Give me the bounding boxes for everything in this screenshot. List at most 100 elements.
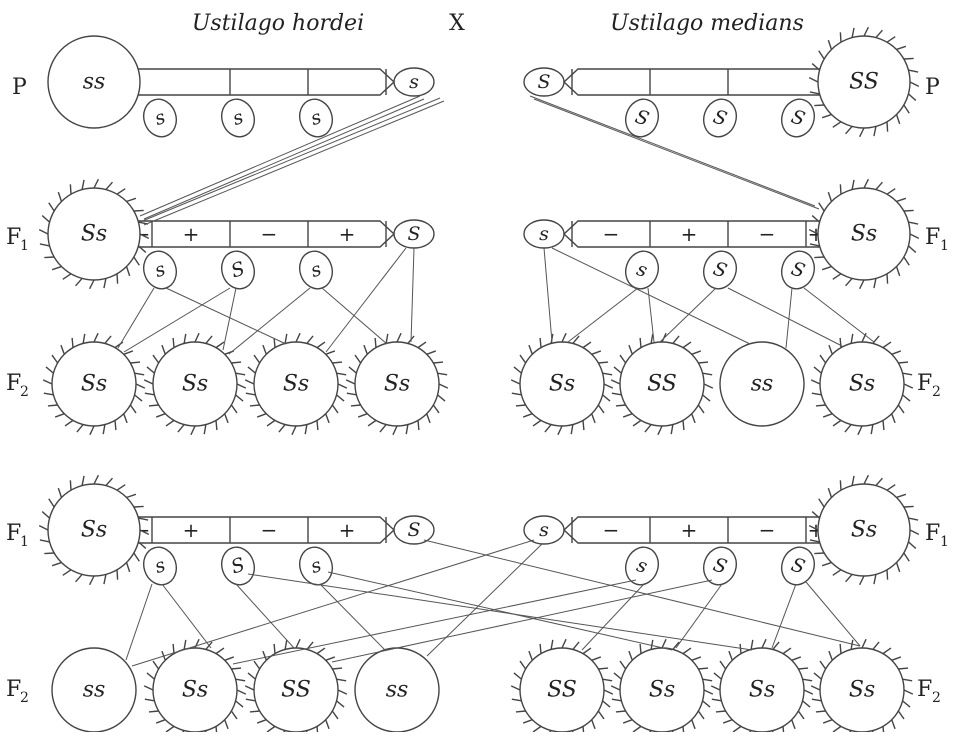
parent-right-spore: SS bbox=[808, 26, 920, 138]
spore-genotype-label: SS bbox=[849, 70, 879, 95]
svg-text:F: F bbox=[6, 371, 21, 396]
spore-spike bbox=[515, 404, 526, 407]
spore-spike bbox=[832, 121, 842, 128]
segment-sign: + bbox=[183, 518, 200, 542]
spore-spike bbox=[670, 424, 674, 435]
spore-spike bbox=[177, 424, 185, 433]
spore-spike bbox=[557, 425, 563, 436]
spore-spike bbox=[839, 643, 842, 654]
spore-spike bbox=[691, 719, 696, 730]
spore-spike bbox=[819, 660, 827, 670]
spore-spike bbox=[572, 335, 580, 344]
spore-spike bbox=[51, 561, 62, 567]
spore-spike bbox=[897, 710, 905, 720]
spore-spike bbox=[235, 394, 244, 402]
spore-spike bbox=[813, 366, 822, 374]
spore-genotype-label: Ss bbox=[81, 518, 107, 543]
hanging-sporidium: s bbox=[298, 250, 334, 290]
spore-spike bbox=[882, 647, 892, 655]
connector-line bbox=[567, 287, 639, 343]
spore-spike bbox=[610, 379, 621, 385]
spore-spike bbox=[845, 125, 853, 135]
spore-spike bbox=[155, 719, 166, 724]
spore-spike bbox=[811, 511, 821, 519]
spore-spike bbox=[532, 419, 542, 427]
spore-spike bbox=[561, 638, 567, 649]
spore-spike bbox=[190, 425, 196, 436]
spore-spike bbox=[183, 333, 187, 344]
spore-spike bbox=[891, 413, 896, 424]
spore-spike bbox=[703, 383, 714, 389]
f1a-right-spore: Ss bbox=[808, 178, 920, 290]
connector-line bbox=[727, 287, 843, 347]
label-f1-row1-right: F 1 bbox=[925, 225, 949, 254]
spore-spike bbox=[253, 660, 261, 670]
spore-spike bbox=[619, 660, 627, 670]
spore-spike bbox=[858, 279, 865, 290]
spore-spike bbox=[152, 660, 160, 670]
spore-spike bbox=[582, 647, 592, 655]
spore-genotype-label: SS bbox=[281, 678, 311, 703]
spore-genotype-label: Ss bbox=[851, 518, 877, 543]
sporidium-ellipse bbox=[393, 67, 435, 97]
spore-spike bbox=[336, 372, 347, 376]
sporidium-ellipse bbox=[624, 250, 660, 290]
f2b-left-offspring-3: ss bbox=[354, 647, 440, 733]
spore-spike bbox=[379, 424, 387, 433]
spore-spike bbox=[858, 127, 865, 138]
sporidium-ellipse bbox=[624, 546, 660, 586]
spore-spike bbox=[851, 179, 855, 190]
spore-spike bbox=[611, 392, 622, 396]
sporidium-ellipse bbox=[780, 546, 816, 586]
spore-spike bbox=[511, 392, 522, 396]
spore-spike bbox=[205, 335, 213, 344]
spore-spike bbox=[639, 643, 642, 654]
spore-spike bbox=[909, 81, 920, 88]
spore-circle bbox=[819, 341, 905, 427]
spore-spike bbox=[357, 413, 368, 418]
spore-spike bbox=[273, 643, 276, 654]
spore-spike bbox=[325, 350, 336, 355]
connector-line bbox=[247, 573, 753, 651]
svg-text:2: 2 bbox=[20, 690, 29, 706]
spore-spike bbox=[750, 639, 754, 650]
spore-spike bbox=[903, 256, 910, 266]
spore-spike bbox=[48, 498, 55, 508]
spore-spike bbox=[822, 413, 833, 418]
spore-spike bbox=[41, 511, 51, 519]
spore-spike bbox=[522, 413, 533, 418]
spore-spike bbox=[539, 337, 542, 348]
spore-spike bbox=[244, 379, 255, 385]
spore-spike bbox=[532, 725, 542, 733]
spore-spike bbox=[839, 480, 842, 491]
spore-spike bbox=[116, 273, 119, 284]
spore-spike bbox=[81, 179, 85, 190]
connector-line bbox=[131, 539, 535, 667]
spore-spike bbox=[306, 335, 314, 344]
spore-spike bbox=[672, 335, 680, 344]
spore-spike bbox=[126, 197, 137, 203]
spore-spike bbox=[165, 725, 175, 733]
spore-spike bbox=[811, 698, 822, 702]
spore-spike bbox=[161, 344, 166, 355]
spore-spike bbox=[325, 656, 336, 661]
spore-spike bbox=[903, 209, 914, 212]
spore-circle bbox=[817, 35, 911, 129]
spore-spike bbox=[139, 233, 150, 240]
spore-spike bbox=[114, 341, 124, 349]
spore-spike bbox=[54, 413, 65, 418]
spore-spike bbox=[886, 188, 896, 195]
spore-spike bbox=[148, 404, 159, 407]
spore-genotype-label: Ss bbox=[182, 372, 208, 397]
spore-spike bbox=[438, 383, 449, 389]
svg-text:2: 2 bbox=[932, 690, 941, 706]
connector-line bbox=[235, 583, 295, 649]
spore-spike bbox=[591, 350, 602, 355]
spore-spike bbox=[814, 104, 825, 107]
spore-genotype-label: ss bbox=[386, 678, 409, 703]
spore-spike bbox=[426, 413, 431, 424]
spore-spike bbox=[882, 726, 885, 737]
spore-spike bbox=[69, 480, 72, 491]
spore-spike bbox=[832, 725, 842, 733]
